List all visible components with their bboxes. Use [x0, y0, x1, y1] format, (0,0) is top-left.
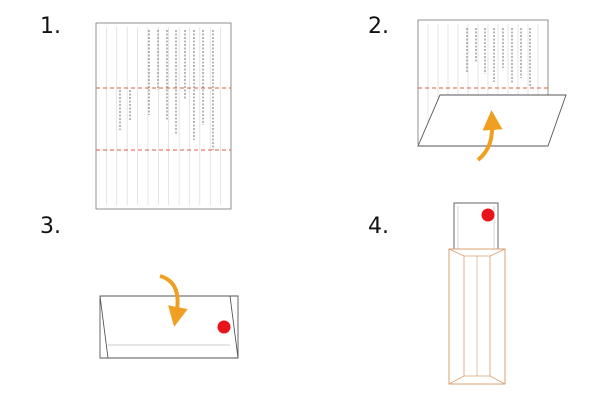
step1-handwriting-marks: [119, 30, 214, 150]
envelope-icon: [448, 248, 506, 385]
step-number-3: 3.: [40, 214, 61, 239]
fold-up-arrow-icon: [476, 110, 503, 162]
red-seal-icon-2: [481, 208, 495, 222]
red-seal-icon: [217, 320, 231, 334]
step4-letter-in-envelope: [448, 202, 506, 385]
step1-vertical-text-lines: [106, 27, 221, 205]
step-number-2: 2.: [368, 14, 389, 39]
step2-letter-folding-up: [417, 19, 567, 162]
step-number-1: 1.: [40, 14, 61, 39]
fold-down-arrow-icon: [159, 274, 188, 327]
step1-letter-sheet: [95, 22, 232, 210]
step-number-4: 4.: [368, 214, 389, 239]
step3-letter-folding-down: [99, 274, 239, 359]
step2-handwriting-marks: [466, 28, 531, 86]
